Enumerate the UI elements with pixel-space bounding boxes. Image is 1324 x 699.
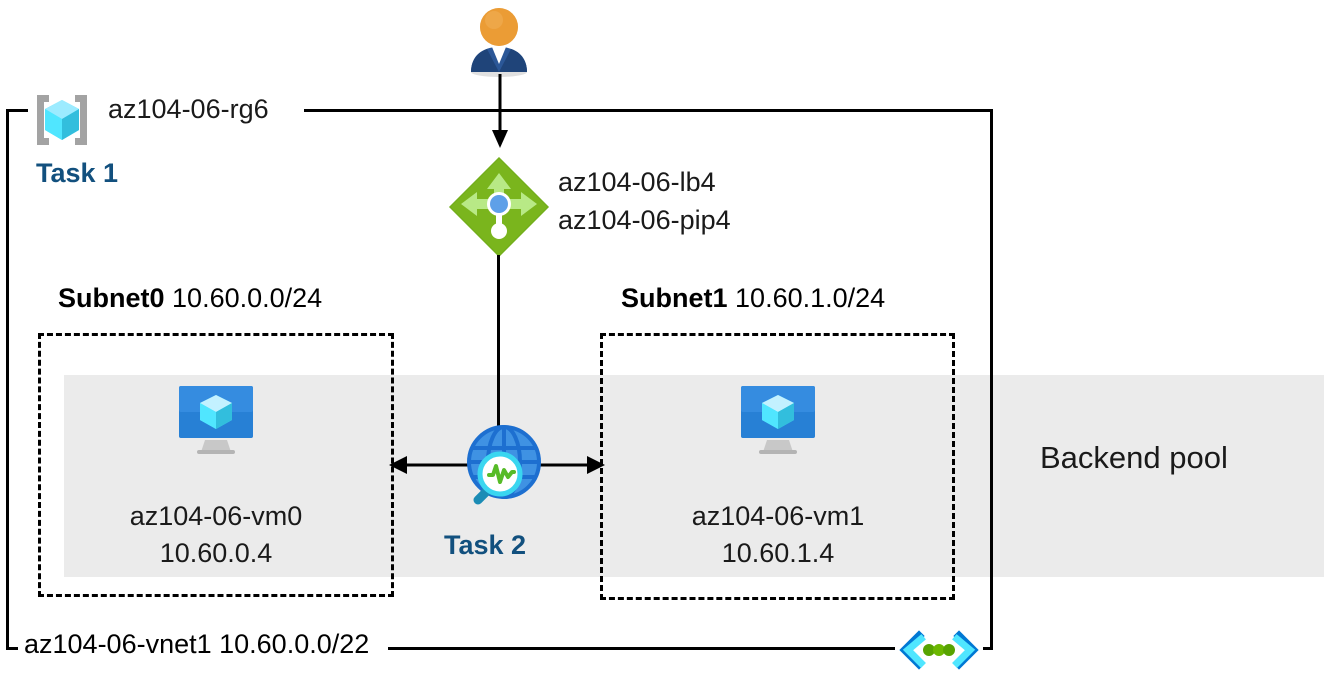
task-2-label: Task 2 bbox=[444, 530, 527, 560]
vnet-name-label: az104-06-vnet1 10.60.0.0/22 bbox=[24, 629, 370, 659]
resource-group-cube-icon bbox=[31, 92, 93, 148]
vnet-name-gap bbox=[18, 630, 388, 660]
public-ip-name: az104-06-pip4 bbox=[558, 205, 731, 235]
virtual-network-icon bbox=[899, 630, 979, 670]
subnet-1-label: Subnet1 10.60.1.0/24 bbox=[621, 283, 885, 314]
subnet-0-label: Subnet0 10.60.0.0/24 bbox=[58, 283, 322, 314]
vm-1-name: az104-06-vm1 bbox=[691, 501, 865, 531]
connector-lb-to-subnets bbox=[497, 255, 500, 463]
load-balancer-labels: az104-06-lb4 az104-06-pip4 bbox=[558, 163, 731, 239]
subnet-0-cidr: 10.60.0.0/24 bbox=[172, 283, 323, 313]
load-balancer-icon bbox=[447, 155, 551, 259]
backend-pool-label: Backend pool bbox=[1040, 440, 1228, 475]
subnet-1-cidr: 10.60.1.0/24 bbox=[735, 283, 886, 313]
vm-0-ip: 10.60.0.4 bbox=[159, 538, 273, 568]
vm-1-label: az104-06-vm1 10.60.1.4 bbox=[628, 498, 928, 572]
virtual-machine-icon bbox=[737, 382, 819, 458]
subnet-1-name: Subnet1 bbox=[621, 283, 728, 313]
task-1-label: Task 1 bbox=[36, 158, 119, 188]
vm-0-name: az104-06-vm0 bbox=[129, 501, 303, 531]
subnet-0-name: Subnet0 bbox=[58, 283, 165, 313]
vm-0-label: az104-06-vm0 10.60.0.4 bbox=[66, 498, 366, 572]
resource-group-name: az104-06-rg6 bbox=[108, 94, 269, 124]
network-watcher-globe-icon bbox=[452, 420, 548, 516]
backend-pool-band bbox=[64, 375, 1324, 577]
user-icon bbox=[461, 2, 537, 78]
load-balancer-name: az104-06-lb4 bbox=[558, 167, 716, 197]
arrow-user-to-load-balancer bbox=[480, 74, 520, 150]
virtual-machine-icon bbox=[175, 382, 257, 458]
resource-group-title-gap bbox=[28, 101, 304, 119]
vm-1-ip: 10.60.1.4 bbox=[721, 538, 835, 568]
